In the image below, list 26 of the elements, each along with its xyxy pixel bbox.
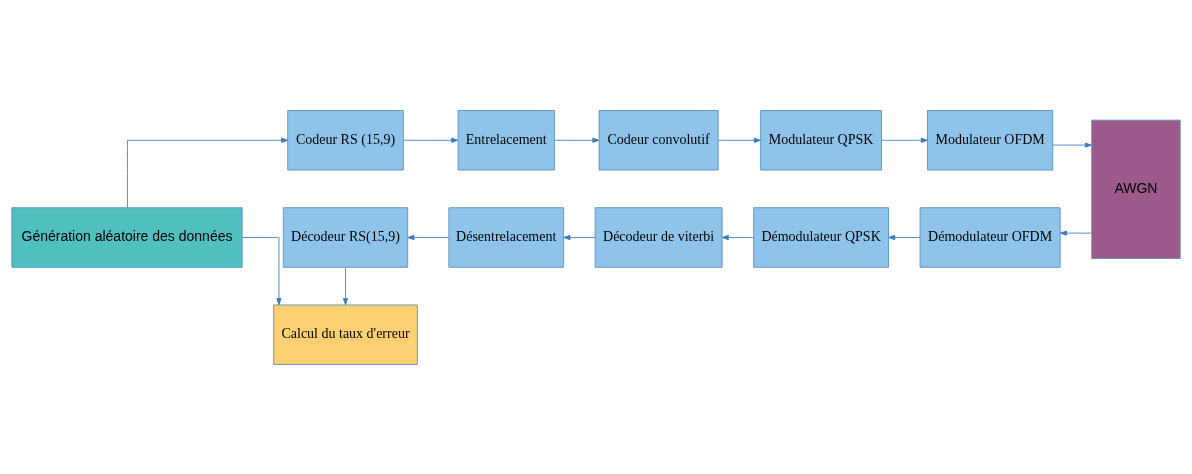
arrow	[717, 137, 761, 143]
arrow	[127, 137, 289, 208]
arrow	[407, 234, 450, 240]
node-box: Calcul du taux d'erreur	[273, 304, 418, 365]
node-box: Démodulateur QPSK	[753, 206, 889, 268]
arrow	[1060, 230, 1092, 236]
node-box: AWGN	[1091, 119, 1181, 259]
arrow	[554, 137, 600, 143]
node-box: Désentrelacement	[448, 206, 565, 268]
arrow	[888, 234, 921, 240]
arrow	[241, 236, 282, 305]
node-box: Entrelacement	[457, 109, 555, 170]
node-box: Codeur RS (15,9)	[287, 109, 404, 170]
node-box: Décodeur de viterbi	[594, 206, 723, 268]
arrow	[721, 234, 755, 240]
node-box: Démodulateur OFDM	[919, 206, 1061, 268]
arrow	[403, 137, 459, 143]
node-box: Décodeur RS(15,9)	[282, 206, 409, 268]
arrow	[881, 137, 928, 143]
node-box: Modulateur QPSK	[760, 109, 882, 170]
arrow	[563, 234, 596, 240]
node-box: Modulateur OFDM	[927, 109, 1054, 170]
node-box: Génération aléatoire des données	[11, 206, 243, 268]
node-box: Codeur convolutif	[598, 109, 719, 170]
arrow	[1052, 142, 1092, 148]
arrow	[342, 266, 349, 305]
